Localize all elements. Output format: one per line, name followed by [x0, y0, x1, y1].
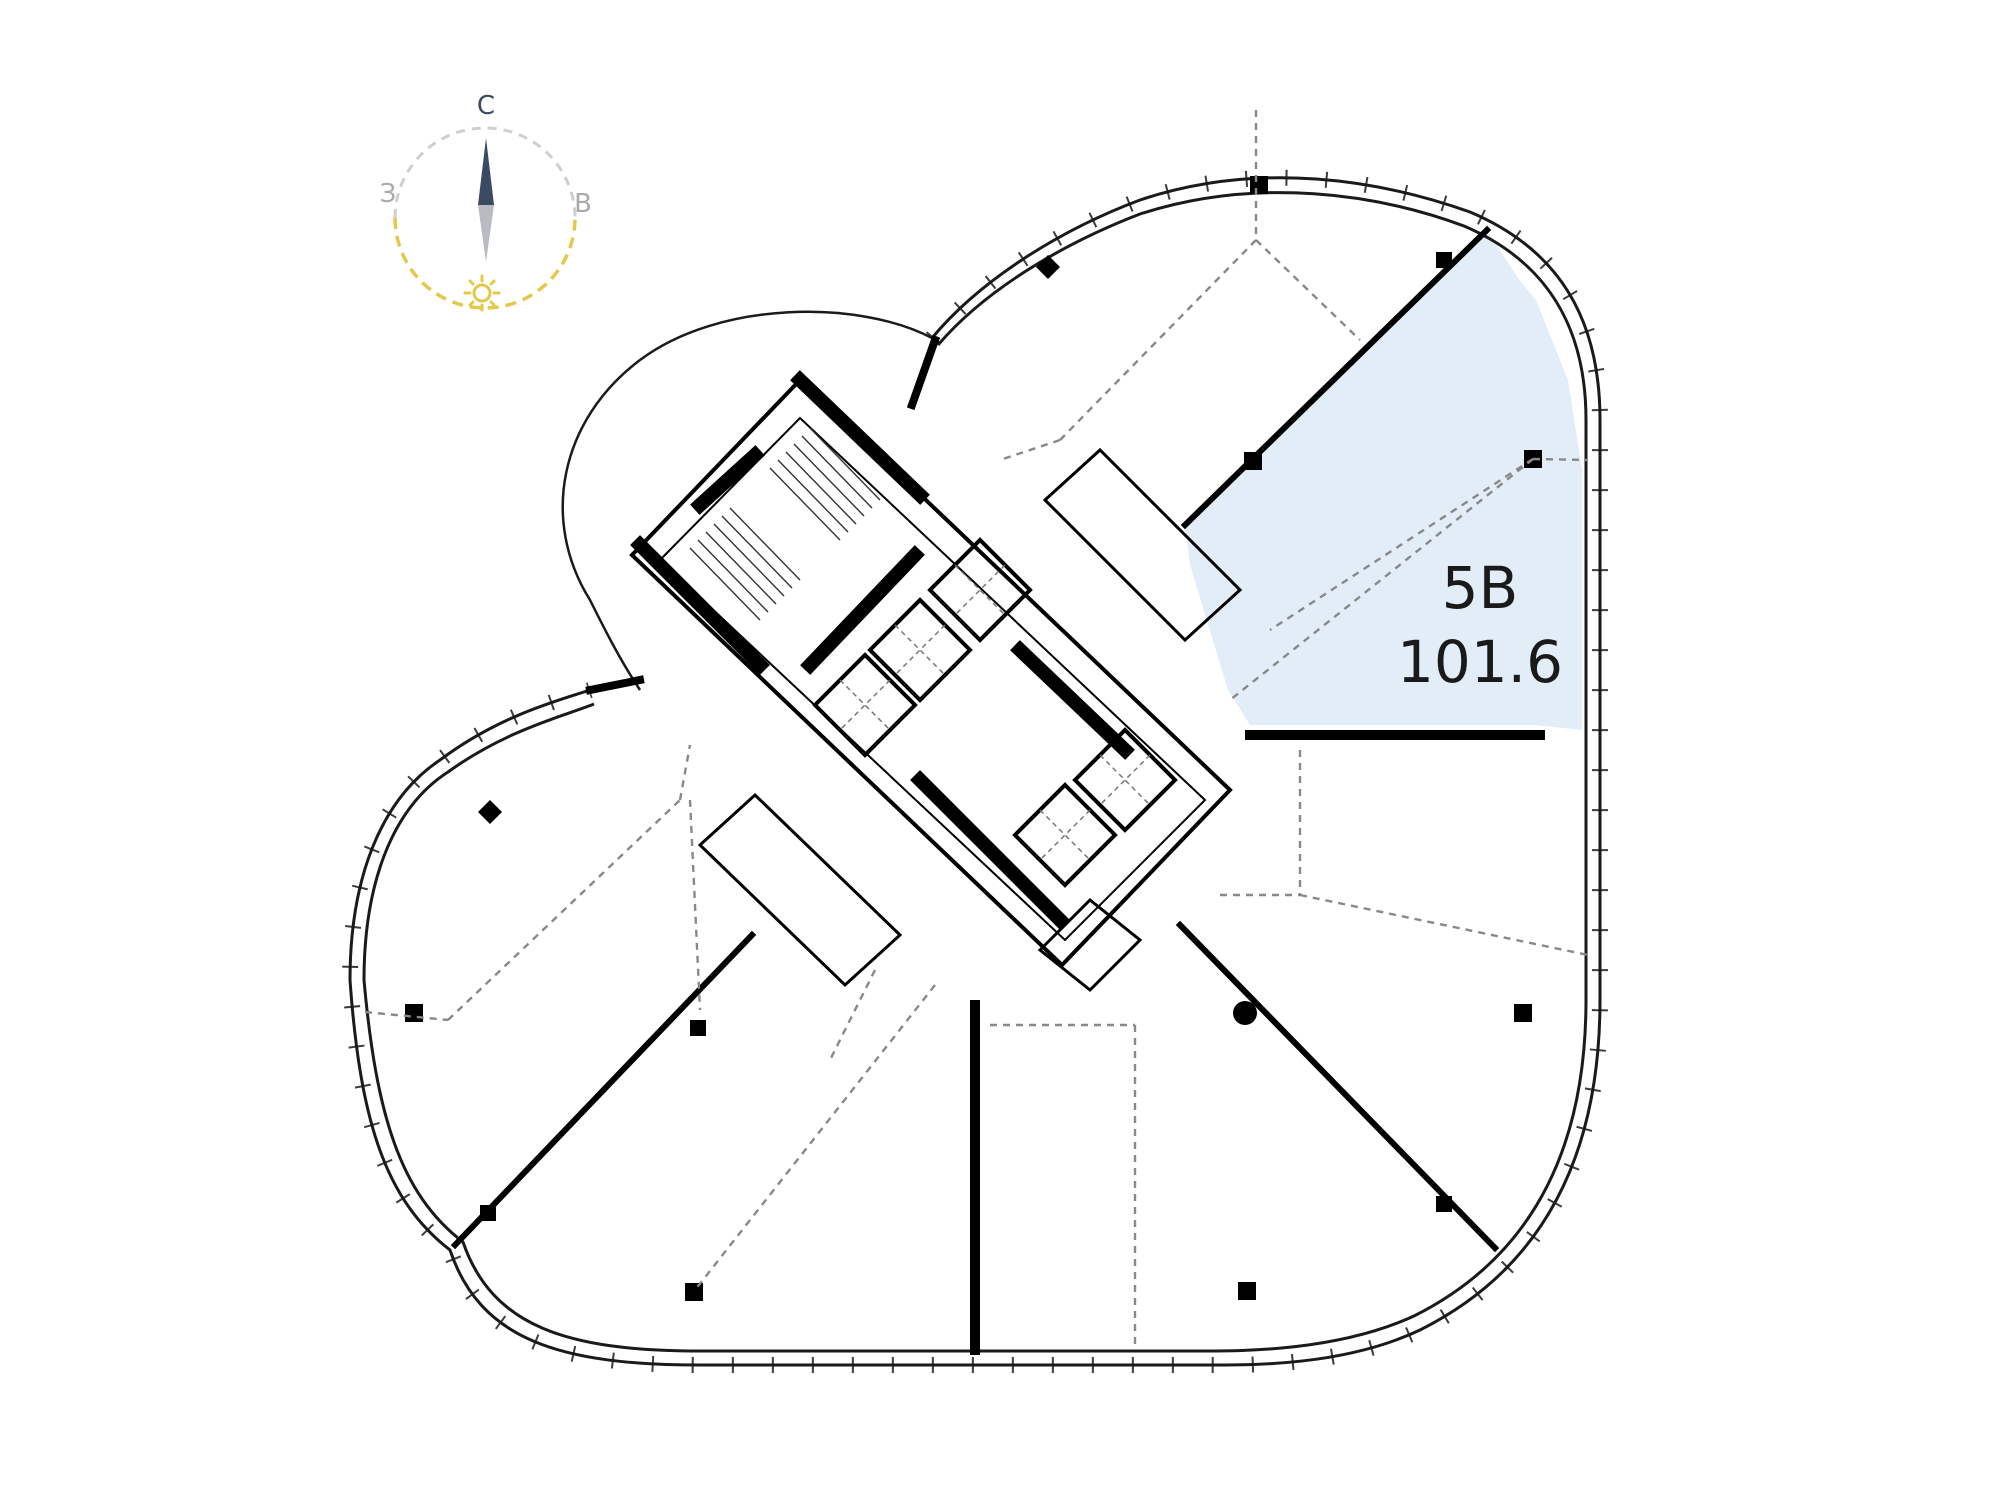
unit-area: 101.6	[1397, 628, 1563, 696]
columns	[405, 176, 1542, 1301]
partitions	[364, 110, 1589, 1350]
facade	[341, 169, 1608, 1374]
compass-arc-north	[393, 126, 577, 219]
unit-5v-area[interactable]	[1185, 230, 1582, 730]
building-core	[629, 370, 1243, 993]
compass-north-label: С	[477, 91, 495, 121]
compass-needle-south	[478, 205, 494, 262]
compass-needle-north	[478, 138, 494, 205]
compass-east-label: В	[574, 189, 592, 219]
compass-west-label: З	[380, 179, 397, 209]
sun-icon	[463, 274, 501, 312]
compass-arc-south	[393, 217, 577, 310]
party-walls	[450, 225, 1545, 1355]
unit-name: 5В	[1442, 554, 1519, 622]
lobby-arc	[561, 310, 933, 691]
compass: С В З	[380, 91, 592, 312]
